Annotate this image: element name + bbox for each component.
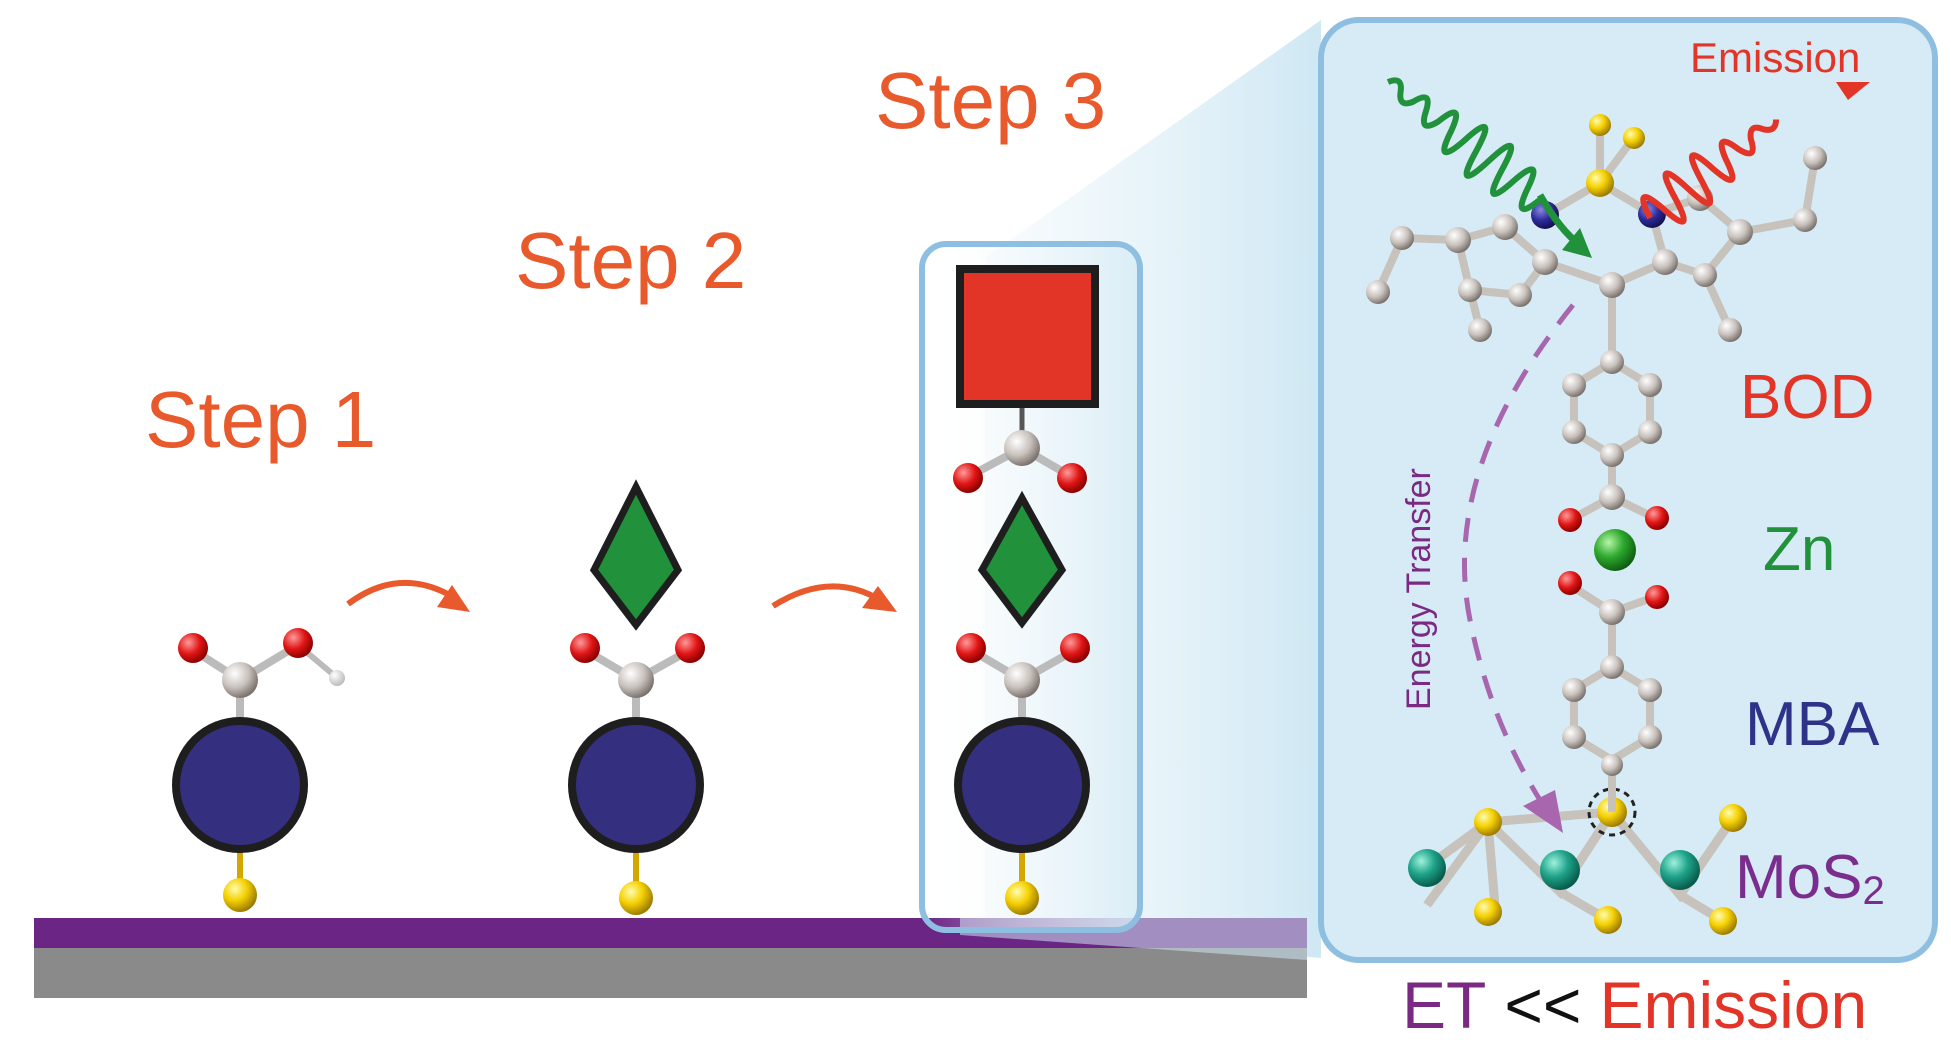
oxygen-atom — [956, 633, 986, 663]
mos2-label: MoS2 — [1735, 843, 1885, 913]
molybdenum-atom — [1408, 849, 1446, 887]
green-diamond — [589, 479, 683, 631]
substrate-gray-layer — [34, 948, 1307, 998]
inset-panel — [1318, 17, 1938, 963]
oxygen-atom — [675, 633, 705, 663]
carbon-atom — [222, 662, 258, 698]
oxygen-atom — [1060, 633, 1090, 663]
step-arrow-2-head — [862, 586, 897, 612]
oxygen-atom — [1057, 463, 1087, 493]
mba-label: MBA — [1745, 690, 1880, 759]
emission-label: Emission — [1690, 34, 1860, 81]
emission-relation-label: Emission — [1599, 968, 1867, 1042]
sphere-navy — [172, 717, 308, 853]
mos2-main: MoS — [1735, 843, 1862, 912]
green-diamond — [977, 490, 1067, 629]
oxygen-atom — [283, 628, 313, 658]
sulfur-atom — [1709, 907, 1737, 935]
sulfur-atom — [1474, 808, 1502, 836]
carbon-atom — [1004, 662, 1040, 698]
energy-transfer-label: Energy Transfer — [1400, 468, 1438, 710]
excitation-wave — [1386, 77, 1542, 213]
sulfur-atom — [1594, 906, 1622, 934]
sphere-navy — [954, 717, 1090, 853]
step3-molecule — [953, 265, 1099, 915]
step-arrow-1 — [346, 580, 457, 607]
carbon-atom — [618, 662, 654, 698]
et-label: ET — [1402, 968, 1486, 1042]
sulfur-atom — [1719, 804, 1747, 832]
molybdenum-atom — [1660, 850, 1700, 890]
anchor-ring — [1587, 787, 1637, 837]
sulfur-atom — [223, 878, 257, 912]
oxygen-atom — [570, 633, 600, 663]
excitation-arrow-head — [1562, 228, 1592, 258]
much-less-operator: << — [1504, 968, 1581, 1042]
carbon-atom — [1004, 430, 1040, 466]
oxygen-atom — [953, 463, 983, 493]
zn-label: Zn — [1763, 515, 1835, 584]
mos2-subscript: 2 — [1862, 869, 1884, 913]
emission-wave — [1640, 119, 1780, 225]
zinc-ion — [1594, 529, 1636, 571]
relation-label: ET<<Emission — [1402, 968, 1867, 1042]
step1-molecule — [172, 628, 345, 912]
bod-label: BOD — [1740, 363, 1874, 432]
sphere-navy — [568, 717, 704, 853]
step1-label: Step 1 — [145, 375, 376, 464]
red-square — [956, 265, 1099, 408]
step-arrow-1-head — [437, 585, 470, 612]
energy-transfer-arrow-head — [1523, 790, 1563, 833]
step2-label: Step 2 — [515, 216, 746, 305]
molybdenum-atom — [1540, 850, 1580, 890]
oxygen-atom — [178, 633, 208, 663]
sulfur-atom — [1474, 898, 1502, 926]
emission-arrow-head — [1836, 82, 1870, 100]
step3-label: Step 3 — [875, 56, 1106, 145]
sulfur-atom — [1005, 881, 1039, 915]
sulfur-atom — [619, 881, 653, 915]
hydrogen-atom — [329, 670, 345, 686]
mba-atoms — [1558, 571, 1669, 776]
step2-molecule — [568, 479, 705, 915]
step-arrow-2 — [771, 583, 882, 609]
